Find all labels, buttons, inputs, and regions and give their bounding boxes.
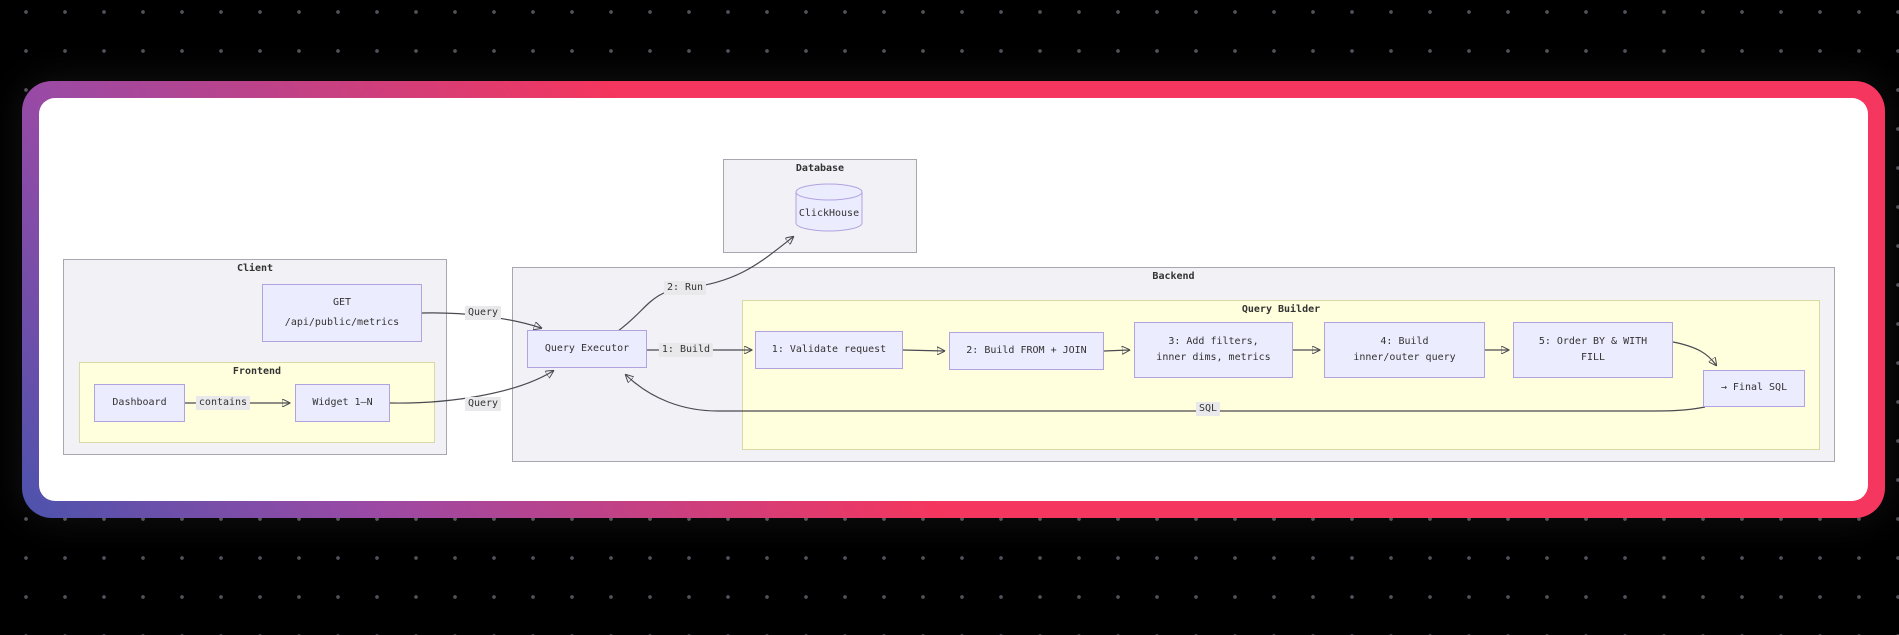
node-widget: Widget 1–N (295, 384, 390, 422)
cluster-frontend-title: Frontend (232, 366, 282, 377)
edge-step2-to-step3 (1103, 350, 1129, 351)
edge-step5-to-final (1672, 341, 1716, 365)
node-step5-order-by: 5: Order BY & WITH FILL (1513, 322, 1673, 378)
node-query-executor: Query Executor (527, 330, 647, 368)
node-step3-filters: 3: Add filters, inner dims, metrics (1134, 322, 1293, 378)
cluster-database-title: Database (795, 163, 845, 174)
node-step1-validate: 1: Validate request (755, 331, 903, 369)
node-step2-from-join: 2: Build FROM + JOIN (949, 332, 1104, 370)
edge-label-sql: SQL (1195, 402, 1221, 416)
node-final-sql: → Final SQL (1703, 370, 1805, 407)
cluster-query-builder-title: Query Builder (1241, 304, 1321, 315)
cluster-client-title: Client (236, 263, 274, 274)
node-dashboard: Dashboard (94, 384, 185, 422)
node-clickhouse-label: ClickHouse (798, 208, 860, 219)
edge-label-contains: contains (195, 396, 251, 410)
node-clickhouse: ClickHouse (795, 183, 863, 232)
edge-label-run: 2: Run (663, 281, 707, 295)
edge-label-query-widget: Query (464, 397, 502, 411)
node-step4-inner-outer: 4: Build inner/outer query (1324, 322, 1485, 378)
edge-label-query-get: Query (464, 306, 502, 320)
cluster-backend-title: Backend (1152, 271, 1195, 282)
edge-step1-to-step2 (902, 350, 944, 351)
edge-final-to-executor-sql (626, 375, 1706, 412)
edge-label-build: 1: Build (658, 343, 714, 357)
edge-widget-to-executor (389, 371, 553, 404)
node-get-endpoint: GET /api/public/metrics (262, 284, 422, 342)
database-cylinder-icon (795, 183, 863, 232)
